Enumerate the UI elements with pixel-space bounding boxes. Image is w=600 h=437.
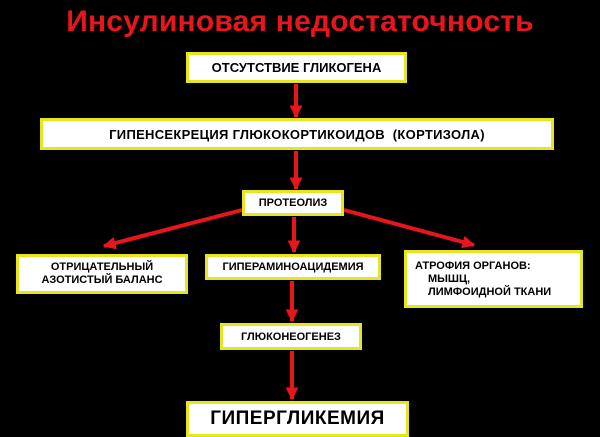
node-label-line: ЛИМФОИДНОЙ ТКАНИ — [428, 285, 552, 298]
node-label-line: ОТРИЦАТЕЛЬНЫЙ — [50, 261, 154, 273]
diagram-title: Инсулиновая недостаточность — [66, 5, 534, 38]
node-proteolysis: ПРОТЕОЛИЗ — [242, 190, 344, 216]
node-negative-nitrogen-balance: ОТРИЦАТЕЛЬНЫЙ АЗОТИСТЫЙ БАЛАНС — [16, 254, 188, 294]
node-label: ПРОТЕОЛИЗ — [258, 197, 328, 209]
node-glycogen-absence: ОТСУТСТВИЕ ГЛИКОГЕНА — [186, 52, 407, 83]
node-organ-atrophy: АТРОФИЯ ОРГАНОВ: МЫШЦ, ЛИМФОИДНОЙ ТКАНИ — [404, 250, 583, 308]
node-label: ОТСУТСТВИЕ ГЛИКОГЕНА — [211, 60, 382, 75]
node-gluconeogenesis: ГЛЮКОНЕОГЕНЕЗ — [220, 323, 362, 350]
arrow-proteolysis-to-atrophy — [343, 208, 476, 249]
node-label-line: АТРОФИЯ ОРГАНОВ: — [415, 259, 531, 272]
node-label: ГИПЕРГЛИКЕМИЯ — [210, 408, 385, 429]
node-glucocorticoid-hypersecretion: ГИПЕНСЕКРЕЦИЯ ГЛЮКОКОРТИКОИДОВ (КОРТИЗОЛ… — [40, 118, 554, 150]
node-hyperglycemia: ГИПЕРГЛИКЕМИЯ — [186, 401, 409, 437]
node-label: ГИПЕРАМИНОАЦИДЕМИЯ — [222, 261, 364, 273]
node-label-line: АЗОТИСТЫЙ БАЛАНС — [41, 274, 163, 286]
node-hyperaminoacidemia: ГИПЕРАМИНОАЦИДЕМИЯ — [205, 254, 381, 280]
node-label: ГИПЕНСЕКРЕЦИЯ ГЛЮКОКОРТИКОИДОВ (КОРТИЗОЛ… — [109, 126, 485, 142]
node-label: ГЛЮКОНЕОГЕНЕЗ — [241, 330, 341, 343]
node-label-line: МЫШЦ, — [428, 272, 471, 285]
arrow-proteolysis-to-negative-balance — [102, 208, 243, 250]
